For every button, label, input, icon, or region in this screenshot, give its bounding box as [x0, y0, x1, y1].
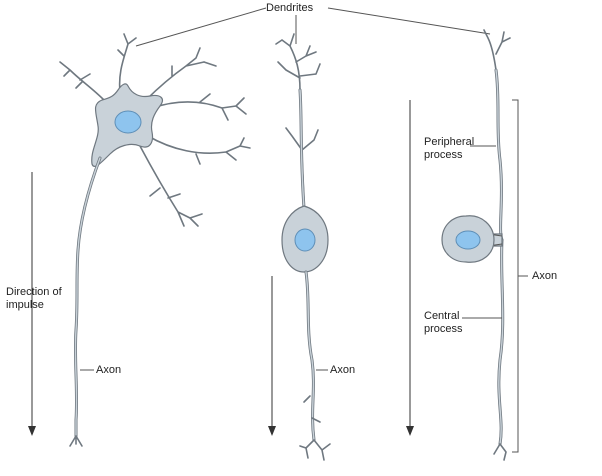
- central-process-label: Central process: [424, 310, 463, 335]
- direction-arrow-left: [28, 172, 36, 436]
- unipolar-dendrites: [483, 29, 511, 71]
- bipolar-nucleus: [294, 228, 316, 252]
- direction-arrow-right: [406, 100, 414, 436]
- dendrites-label: Dendrites: [266, 2, 314, 15]
- axon-label-right: Axon: [532, 270, 558, 283]
- multipolar-dendrites: [59, 33, 251, 227]
- unipolar-neuron: [441, 29, 511, 461]
- direction-arrow-middle: [268, 276, 276, 436]
- axon-label-left: Axon: [96, 364, 122, 377]
- peripheral-process-label: Peripheral process: [424, 136, 475, 161]
- axon-bracket: [512, 99, 528, 453]
- direction-of-impulse-label: Direction of impulse: [6, 286, 62, 311]
- bipolar-dendrites: [275, 33, 321, 209]
- multipolar-neuron: [59, 33, 251, 447]
- unipolar-nucleus: [455, 230, 481, 250]
- axon-label-middle: Axon: [330, 364, 356, 377]
- dendrites-leader-lines: [135, 7, 491, 47]
- multipolar-axon: [73, 156, 102, 438]
- bipolar-neuron: [275, 33, 331, 461]
- multipolar-nucleus: [114, 110, 142, 134]
